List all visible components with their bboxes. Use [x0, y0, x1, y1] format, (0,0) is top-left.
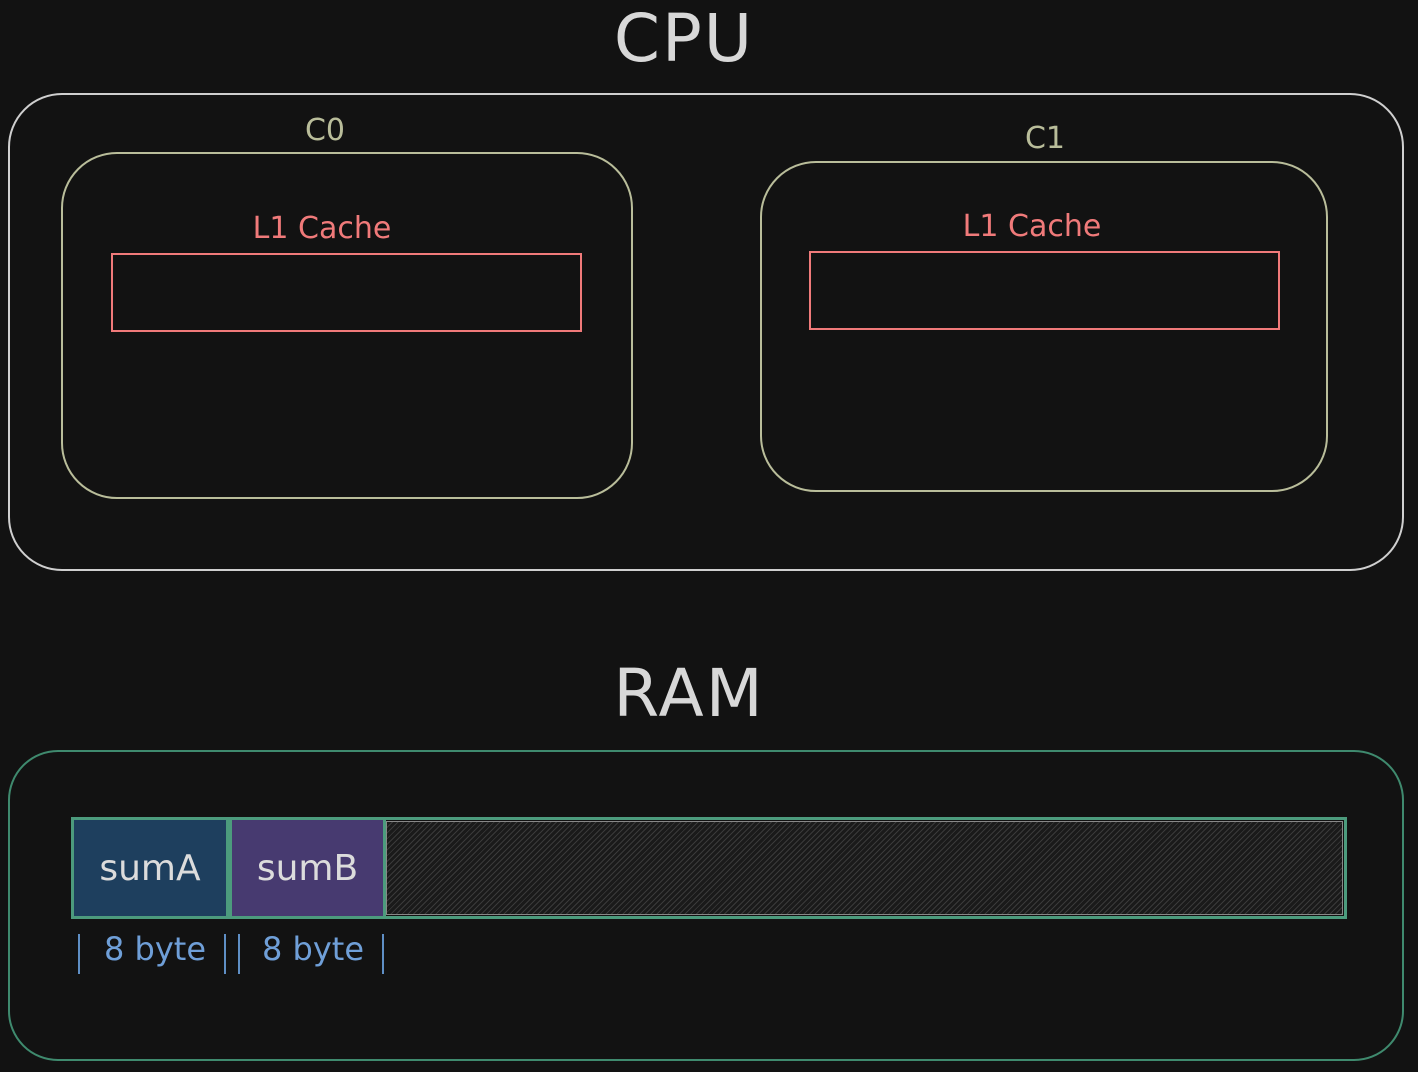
core-c0-l1-cache — [111, 253, 582, 332]
ram-cell-sumb-label: sumB — [256, 847, 359, 889]
byte-marker-end-a — [224, 934, 226, 974]
byte-marker-start-b — [238, 934, 240, 974]
suma-size-label: 8 byte — [103, 930, 206, 968]
ram-cell-suma: sumA — [71, 817, 229, 919]
ram-container — [8, 750, 1404, 1061]
core-c0-cache-label: L1 Cache — [252, 211, 392, 246]
byte-marker-start-a — [78, 934, 80, 974]
ram-cell-suma-label: sumA — [99, 847, 201, 889]
core-c1-box — [760, 161, 1328, 492]
cpu-title: CPU — [613, 0, 755, 77]
core-c1-cache-label: L1 Cache — [962, 209, 1102, 244]
byte-marker-end-b — [382, 934, 384, 974]
memory-unused-region — [386, 821, 1343, 915]
core-c0-box — [61, 152, 633, 499]
cpu-container — [8, 93, 1404, 571]
ram-title: RAM — [613, 655, 765, 732]
core-c1-label: C1 — [1024, 121, 1066, 156]
core-c1-l1-cache — [809, 251, 1280, 330]
sumb-size-label: 8 byte — [261, 930, 364, 968]
ram-cell-sumb: sumB — [229, 817, 386, 919]
core-c0-label: C0 — [304, 113, 346, 148]
